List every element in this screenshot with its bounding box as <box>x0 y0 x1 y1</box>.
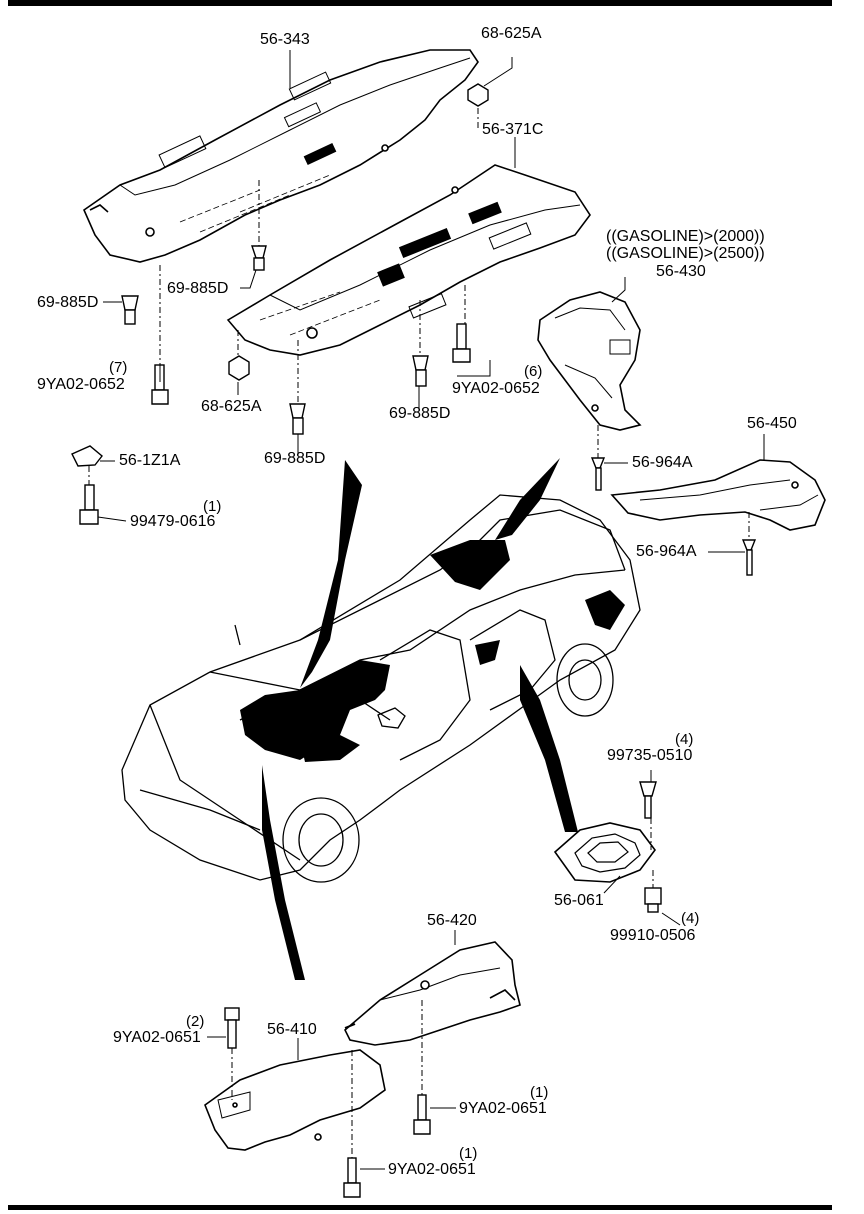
label-56-1Z1A[interactable]: 56-1Z1A <box>119 452 181 469</box>
label-69-885D-b[interactable]: 69-885D <box>37 294 99 311</box>
label-68-625A-top[interactable]: 68-625A <box>481 25 542 42</box>
qty-4-99735: (4) <box>675 731 694 748</box>
under-cover-56-410 <box>204 1049 386 1151</box>
label-99735-0510[interactable]: 99735-0510 <box>607 747 693 764</box>
label-56-410[interactable]: 56-410 <box>267 1021 317 1038</box>
insulator-56-061 <box>553 822 656 883</box>
qty-1-0651-c: (1) <box>459 1145 478 1162</box>
label-56-343[interactable]: 56-343 <box>260 31 310 48</box>
label-56-450[interactable]: 56-450 <box>747 415 797 432</box>
qty-1-0651-b: (1) <box>530 1084 549 1101</box>
label-9YA02-0651-b[interactable]: 9YA02-0651 <box>459 1100 547 1117</box>
qty-1-99479: (1) <box>203 498 222 515</box>
qty-2: (2) <box>186 1013 205 1030</box>
label-69-885D-c[interactable]: 69-885D <box>389 405 451 422</box>
highlight-regions <box>240 458 625 980</box>
under-cover-56-371C <box>226 164 591 356</box>
label-56-964A-a[interactable]: 56-964A <box>632 454 693 471</box>
label-56-430[interactable]: 56-430 <box>656 263 706 280</box>
qty-4-99910: (4) <box>681 910 700 927</box>
splash-shield-56-450 <box>610 459 826 531</box>
label-69-885D-d[interactable]: 69-885D <box>264 450 326 467</box>
label-9YA02-0651-c[interactable]: 9YA02-0651 <box>388 1161 476 1178</box>
qty-7: (7) <box>109 359 128 376</box>
under-cover-56-343 <box>83 49 479 263</box>
label-68-625A-bottom[interactable]: 68-625A <box>201 398 262 415</box>
label-56-371C[interactable]: 56-371C <box>482 121 544 138</box>
fasteners <box>71 83 757 1198</box>
label-56-420[interactable]: 56-420 <box>427 912 477 929</box>
label-99910-0506[interactable]: 99910-0506 <box>610 927 696 944</box>
label-9YA02-0652-a[interactable]: 9YA02-0652 <box>37 376 125 393</box>
label-gasoline-2500: ((GASOLINE)>(2500)) <box>606 245 765 262</box>
qty-6: (6) <box>524 363 543 380</box>
bottom-border <box>8 1205 832 1210</box>
label-99479-0616[interactable]: 99479-0616 <box>130 513 216 530</box>
label-56-061[interactable]: 56-061 <box>554 892 604 909</box>
label-56-964A-b[interactable]: 56-964A <box>636 543 697 560</box>
label-gasoline-2000: ((GASOLINE)>(2000)) <box>606 228 765 245</box>
alignment-lines <box>88 108 750 1158</box>
label-9YA02-0651-a[interactable]: 9YA02-0651 <box>113 1029 201 1046</box>
splash-shield-56-430 <box>537 291 642 431</box>
label-9YA02-0652-b[interactable]: 9YA02-0652 <box>452 380 540 397</box>
under-cover-56-420 <box>344 941 521 1046</box>
leader-lines <box>97 50 765 1170</box>
label-69-885D-a[interactable]: 69-885D <box>167 280 229 297</box>
top-border <box>8 0 832 6</box>
